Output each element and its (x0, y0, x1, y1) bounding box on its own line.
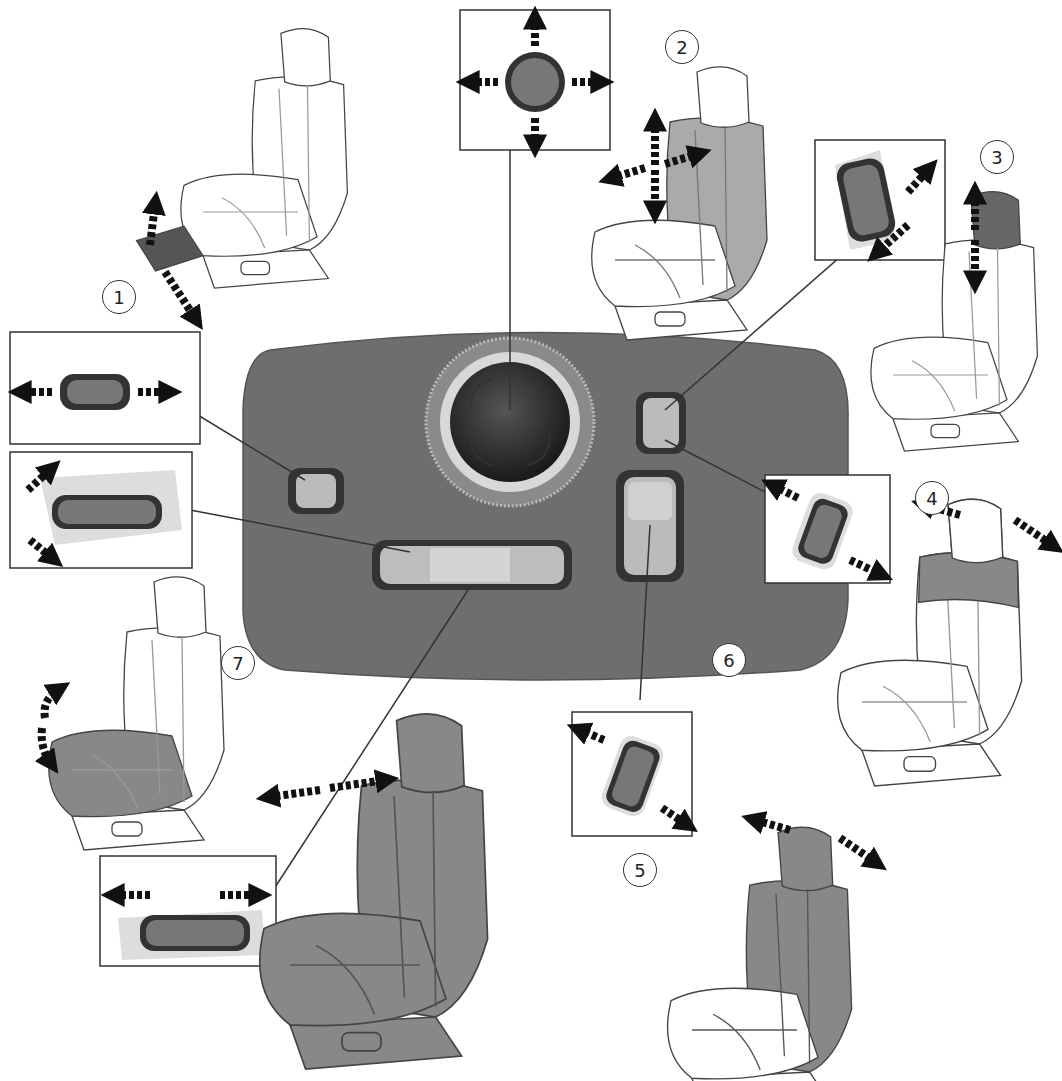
callout-number: 3 (980, 140, 1014, 174)
callout-number: 7 (221, 646, 255, 680)
callout-number: 2 (665, 30, 699, 64)
callout-number: 5 (623, 853, 657, 887)
callout-number: 4 (915, 481, 949, 515)
callout-number: 6 (712, 643, 746, 677)
callout-number: 1 (102, 280, 136, 314)
